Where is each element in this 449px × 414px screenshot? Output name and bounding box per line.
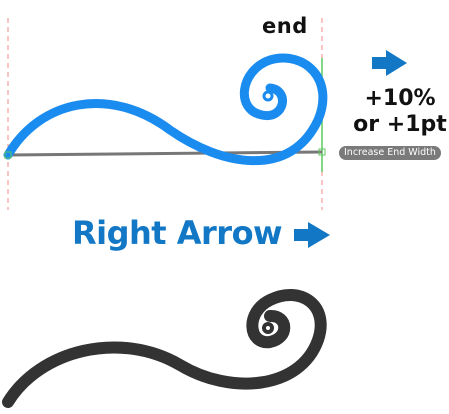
end-anchor-point xyxy=(318,148,326,156)
result-spiral-eye xyxy=(262,322,274,334)
result-spiral-stroke xyxy=(2,289,327,408)
start-anchor-point xyxy=(4,151,12,159)
increase-amount: +10% or +1pt xyxy=(352,86,448,138)
percent-increase: +10% xyxy=(364,86,436,111)
end-label: end xyxy=(262,14,308,38)
right-arrow-icon xyxy=(294,222,330,248)
spiral-eye xyxy=(262,90,274,102)
point-increase: or +1pt xyxy=(353,112,447,137)
shortcut-title: Right Arrow xyxy=(72,214,283,252)
baseline-path xyxy=(7,150,323,157)
increase-end-width-badge: Increase End Width xyxy=(339,146,441,160)
blue-spiral-stroke xyxy=(3,53,328,166)
right-arrow-icon xyxy=(372,50,407,76)
